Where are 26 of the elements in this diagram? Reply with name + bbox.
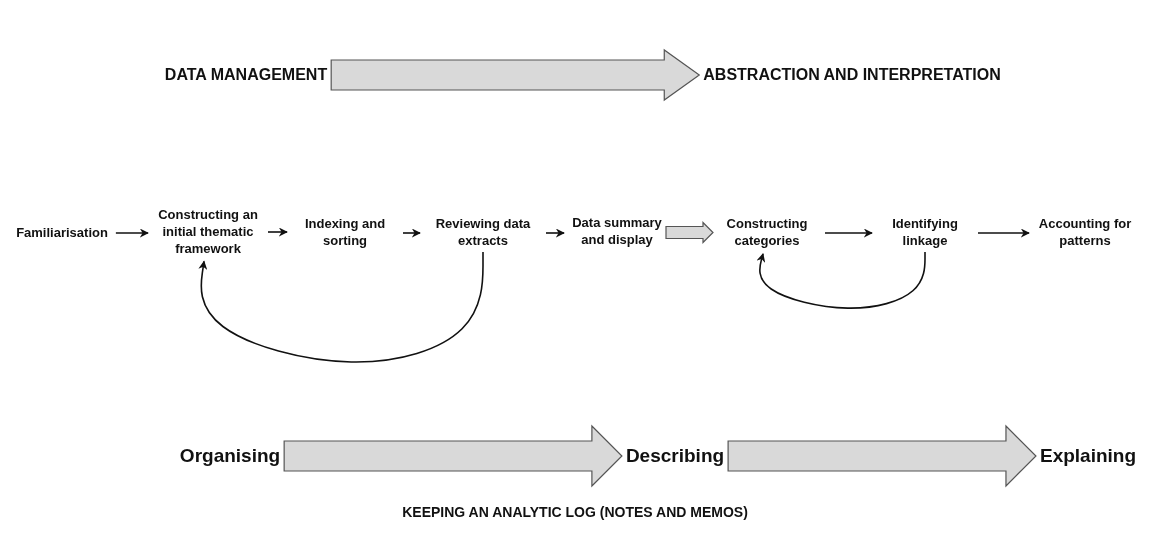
feedback-arrow [756,251,926,309]
block-arrow [330,48,701,102]
arrow [824,228,873,238]
step-label: Constructing categories [717,216,817,250]
step-label: Organising [179,443,281,469]
step-label: Explaining [1039,443,1137,469]
step-label: DATA MANAGEMENT [164,64,328,86]
arrow [402,228,421,238]
block-arrow [727,424,1037,488]
step-label: Constructing an initial thematic framework [156,206,260,258]
arrow [977,228,1030,238]
step-label: ABSTRACTION AND INTERPRETATION [703,64,1001,86]
arrow [115,228,149,238]
step-label: Describing [625,443,725,469]
block-arrow [665,221,714,244]
arrow [545,228,565,238]
note-text: KEEPING AN ANALYTIC LOG (NOTES AND MEMOS) [402,504,748,520]
step-label: Indexing and sorting [295,216,395,250]
step-label: Reviewing data extracts [428,216,538,250]
feedback-arrow [198,251,484,363]
arrow [267,227,288,237]
step-label: Accounting for patterns [1037,216,1133,250]
step-label: Familiarisation [16,224,108,242]
block-arrow [283,424,623,488]
step-label: Data summary and display [572,215,662,249]
step-label: Identifying linkage [880,216,970,250]
